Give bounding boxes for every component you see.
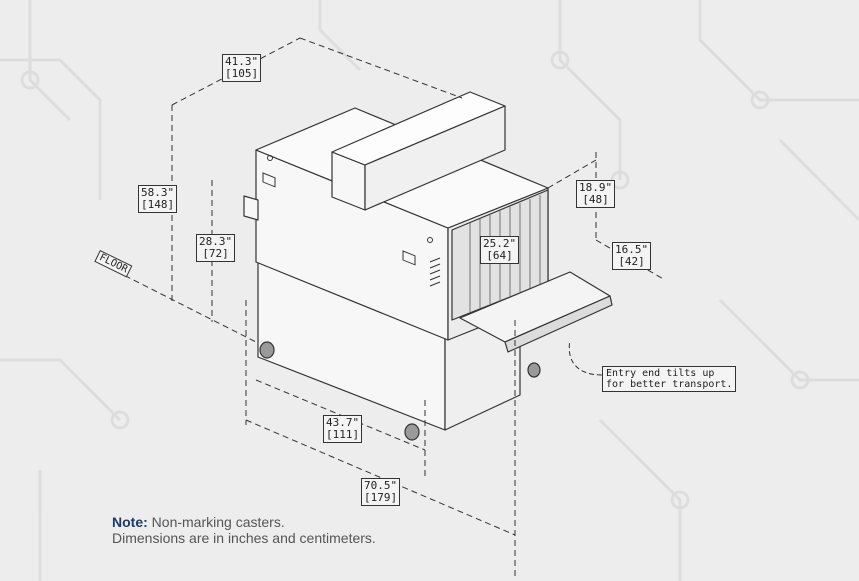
dim-tunnel-width-cm: [64] [486, 249, 513, 262]
note-block: Note: Non-marking casters. Dimensions ar… [112, 514, 376, 546]
dim-total-height-cm: [148] [141, 198, 175, 211]
callout-line-1: Entry end tilts up [606, 368, 715, 379]
dim-total-length-in: 70.5" [364, 479, 398, 492]
dim-tunnel-height-in: 18.9" [579, 181, 613, 194]
note-text-1: Non-marking casters. [147, 514, 285, 530]
dim-top-depth-in: 41.3" [225, 55, 259, 68]
handle-left [262, 172, 276, 188]
dim-table-height-in: 28.3" [199, 235, 233, 248]
dim-line-conveyor [595, 239, 666, 281]
dim-total-height: 58.3" [148] [138, 185, 178, 213]
caster-icon [259, 341, 275, 359]
vent-grille [429, 257, 441, 287]
handle-right [402, 250, 416, 266]
entry-end-callout: Entry end tilts up for better transport. [602, 366, 737, 392]
dim-line-total-length [245, 419, 516, 536]
dim-body-length-in: 43.7" [326, 416, 360, 429]
dim-total-length: 70.5" [179] [361, 478, 401, 506]
dim-tunnel-height-cm: [48] [582, 193, 609, 206]
indicator-left [267, 155, 273, 161]
note-line-1: Note: Non-marking casters. [112, 514, 376, 530]
side-rail [243, 195, 259, 221]
dim-body-length-cm: [111] [326, 428, 360, 441]
dim-total-length-cm: [179] [364, 491, 398, 504]
caster-icon [404, 423, 420, 441]
dim-tunnel-width-in: 25.2" [483, 237, 517, 250]
dim-conveyor-ext-in: 16.5" [615, 243, 649, 256]
caster-icon [527, 362, 541, 378]
dim-conveyor-ext-cm: [42] [618, 255, 645, 268]
note-line-2: Dimensions are in inches and centimeters… [112, 530, 376, 546]
dim-table-height: 28.3" [72] [196, 234, 236, 262]
hump-side [364, 105, 506, 211]
note-lead: Note: [112, 514, 148, 530]
dim-total-height-in: 58.3" [141, 186, 175, 199]
dim-top-depth: 41.3" [105] [222, 54, 262, 82]
dim-top-depth-cm: [105] [225, 67, 259, 80]
callout-line-2: for better transport. [606, 379, 733, 390]
dim-conveyor-ext: 16.5" [42] [612, 242, 652, 270]
indicator-right [427, 237, 433, 243]
conveyor-front [504, 295, 613, 353]
dim-tunnel-height: 18.9" [48] [576, 180, 616, 208]
callout-leader [568, 339, 603, 376]
dim-tunnel-width: 25.2" [64] [480, 236, 520, 264]
dim-table-height-cm: [72] [202, 247, 229, 260]
dim-body-length: 43.7" [111] [323, 415, 363, 443]
